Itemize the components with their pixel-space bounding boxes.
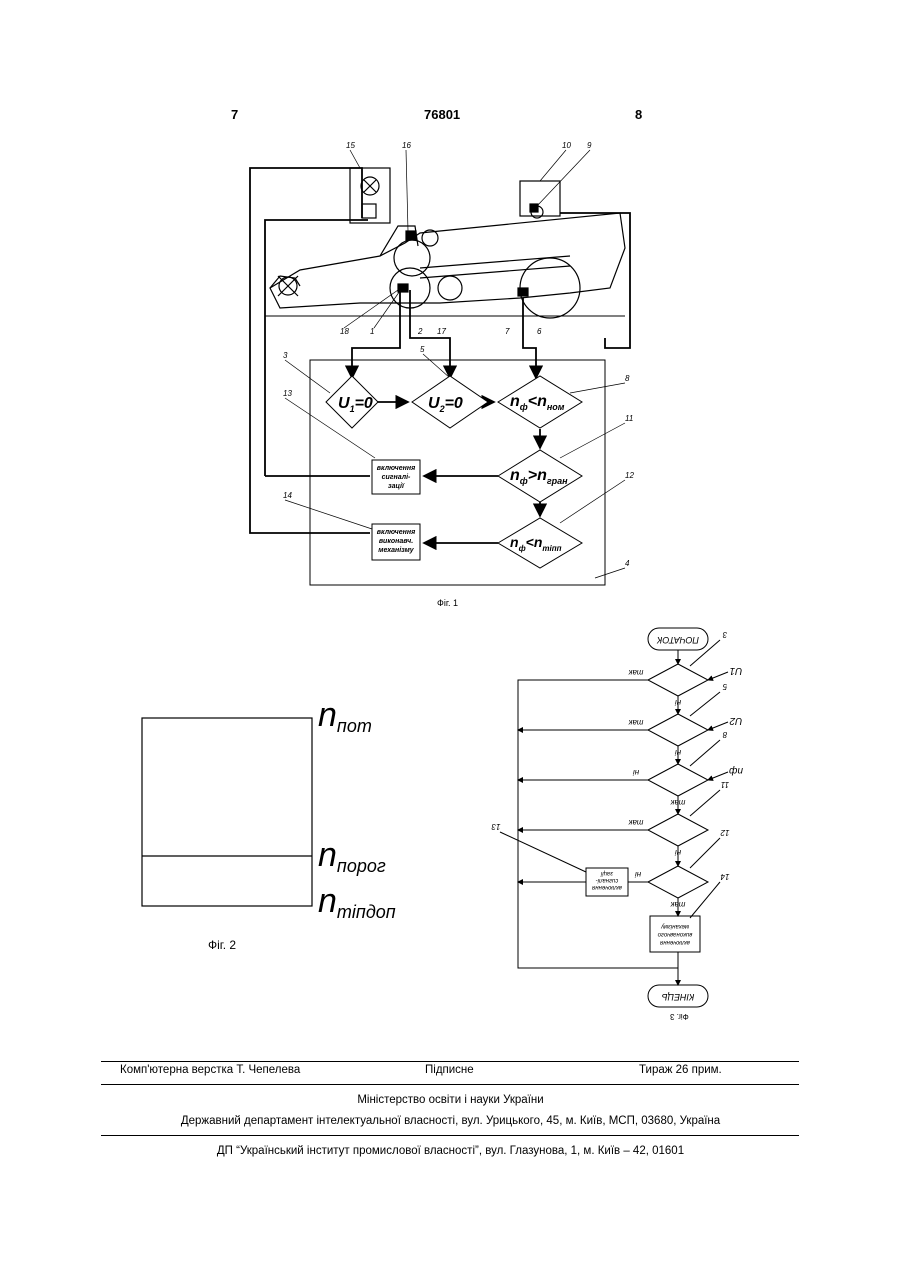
callout-8: 8 <box>625 374 630 383</box>
callout-5: 5 <box>420 345 425 354</box>
callout-15: 15 <box>346 141 355 150</box>
svg-text:ПОЧАТОК: ПОЧАТОК <box>656 635 699 645</box>
svg-text:включення: включення <box>591 884 622 890</box>
footer-department: Державний департамент інтелектуальної вл… <box>0 1115 901 1127</box>
svg-text:U2: U2 <box>729 715 742 726</box>
svg-text:сигналі-: сигналі- <box>382 473 411 481</box>
page-number-left: 7 <box>231 107 238 122</box>
svg-text:так: так <box>669 798 685 807</box>
svg-text:U1: U1 <box>730 665 743 676</box>
svg-text:сигналі-: сигналі- <box>596 877 619 883</box>
svg-text:13: 13 <box>491 822 500 831</box>
svg-text:8: 8 <box>722 730 727 739</box>
svg-text:nф: nф <box>728 765 743 777</box>
svg-text:виконавчого: виконавчого <box>657 931 692 937</box>
document-number: 76801 <box>424 107 460 122</box>
footer-print-run: Тираж 26 прим. <box>639 1064 722 1076</box>
page-number-right: 8 <box>635 107 642 122</box>
svg-text:ні: ні <box>675 698 681 707</box>
harvester-drawing <box>265 168 625 318</box>
svg-text:14: 14 <box>720 872 729 881</box>
footer-layout-credit: Комп'ютерна верстка Т. Чепелева <box>120 1064 300 1076</box>
callout-9: 9 <box>587 141 592 150</box>
callout-18: 18 <box>340 327 349 336</box>
svg-text:механізму: механізму <box>378 546 415 554</box>
svg-text:так: так <box>627 668 643 677</box>
svg-text:так: так <box>669 900 685 909</box>
svg-text:виконавч.: виконавч. <box>379 538 413 545</box>
callout-2: 2 <box>417 327 423 336</box>
svg-text:12: 12 <box>720 828 729 837</box>
svg-text:U2=0: U2=0 <box>428 395 463 414</box>
callout-1: 1 <box>370 327 374 336</box>
svg-text:зації: зації <box>388 482 405 490</box>
callout-6: 6 <box>537 327 542 336</box>
svg-text:включення: включення <box>377 529 415 536</box>
footer-rule-top <box>101 1061 799 1062</box>
figure-3-flowchart: ПОЧАТОК КІНЕЦЬ 3 5 8 11 12 13 14 U1 U2 n… <box>480 620 760 1030</box>
svg-text:так: так <box>627 718 643 727</box>
figure-3-caption: Фіг. 3 <box>670 1012 689 1021</box>
svg-text:ні: ні <box>635 870 641 879</box>
svg-text:5: 5 <box>722 682 727 691</box>
callout-17: 17 <box>437 327 446 336</box>
footer-signed: Підписне <box>425 1064 474 1076</box>
svg-text:3: 3 <box>722 630 727 639</box>
svg-text:nпорог: nпорог <box>318 836 386 876</box>
svg-text:так: так <box>627 818 643 827</box>
svg-text:ні: ні <box>633 768 639 777</box>
callout-3: 3 <box>283 351 288 360</box>
figure-1-caption: Фіг. 1 <box>437 598 458 608</box>
svg-text:11: 11 <box>721 780 729 789</box>
svg-text:включення: включення <box>377 465 415 472</box>
footer-rule-middle <box>101 1084 799 1085</box>
callout-14: 14 <box>283 491 292 500</box>
figure-2-diagram: nпот nпорог nmіпдоп <box>130 690 420 960</box>
svg-text:КІНЕЦЬ: КІНЕЦЬ <box>662 992 695 1002</box>
svg-text:зації: зації <box>600 870 614 876</box>
callout-13: 13 <box>283 389 292 398</box>
figure-1-diagram: 15 16 10 9 3 5 8 13 11 14 12 4 18 1 2 17… <box>240 138 640 608</box>
svg-text:ні: ні <box>675 748 681 757</box>
callout-16: 16 <box>402 141 411 150</box>
figure-2-caption: Фіг. 2 <box>208 938 236 952</box>
svg-text:включення: включення <box>659 939 690 945</box>
callout-12: 12 <box>625 471 634 480</box>
callout-7: 7 <box>505 327 510 336</box>
callout-10: 10 <box>562 141 571 150</box>
svg-text:механізму: механізму <box>660 923 689 929</box>
footer-rule-bottom <box>101 1135 799 1136</box>
svg-text:ні: ні <box>675 848 681 857</box>
svg-text:nmіпдоп: nmіпдоп <box>318 882 396 922</box>
svg-text:nпот: nпот <box>318 696 372 736</box>
callout-4: 4 <box>625 559 630 568</box>
footer-ministry: Міністерство освіти і науки України <box>0 1094 901 1106</box>
svg-text:U1=0: U1=0 <box>338 395 373 414</box>
callout-11: 11 <box>625 414 633 423</box>
fig1-callouts: 15 16 10 9 3 5 8 13 11 14 12 4 18 1 2 17… <box>283 141 634 568</box>
footer-institute: ДП “Український інститут промислової вла… <box>0 1145 901 1157</box>
